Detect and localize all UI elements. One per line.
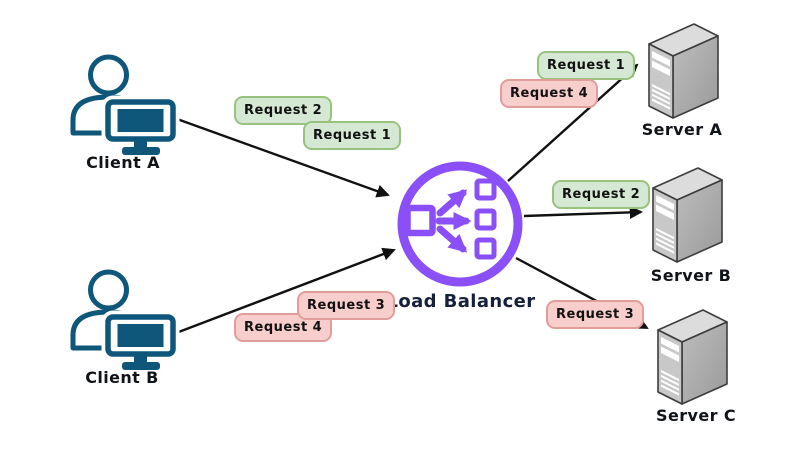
arrow-client-b-to-lb xyxy=(175,247,396,335)
client-b-icon xyxy=(70,264,180,376)
request-chip: Request 3 xyxy=(297,291,396,320)
client-a-label: Client A xyxy=(86,153,160,172)
arrow-lb-to-server-b xyxy=(523,205,643,219)
request-chip: Request 3 xyxy=(546,300,645,329)
load-balancer-icon xyxy=(397,161,523,287)
server-c-label: Server C xyxy=(656,406,736,425)
client-b-label: Client B xyxy=(85,368,159,387)
request-chip: Request 2 xyxy=(234,96,333,125)
server-c-icon xyxy=(657,309,728,405)
server-a-icon xyxy=(648,23,719,119)
client-a-icon xyxy=(70,49,180,161)
server-b-icon xyxy=(652,167,723,263)
load-balancer-label: Load Balancer xyxy=(386,291,536,312)
server-b-label: Server B xyxy=(650,266,732,285)
request-chip: Request 4 xyxy=(500,79,599,108)
server-a-label: Server A xyxy=(641,120,723,139)
arrow-lb-to-server-a xyxy=(507,63,639,182)
request-chip: Request 1 xyxy=(537,51,636,80)
arrow-client-a-to-lb xyxy=(176,117,390,198)
request-chip: Request 1 xyxy=(303,121,402,150)
request-chip: Request 2 xyxy=(552,180,651,209)
